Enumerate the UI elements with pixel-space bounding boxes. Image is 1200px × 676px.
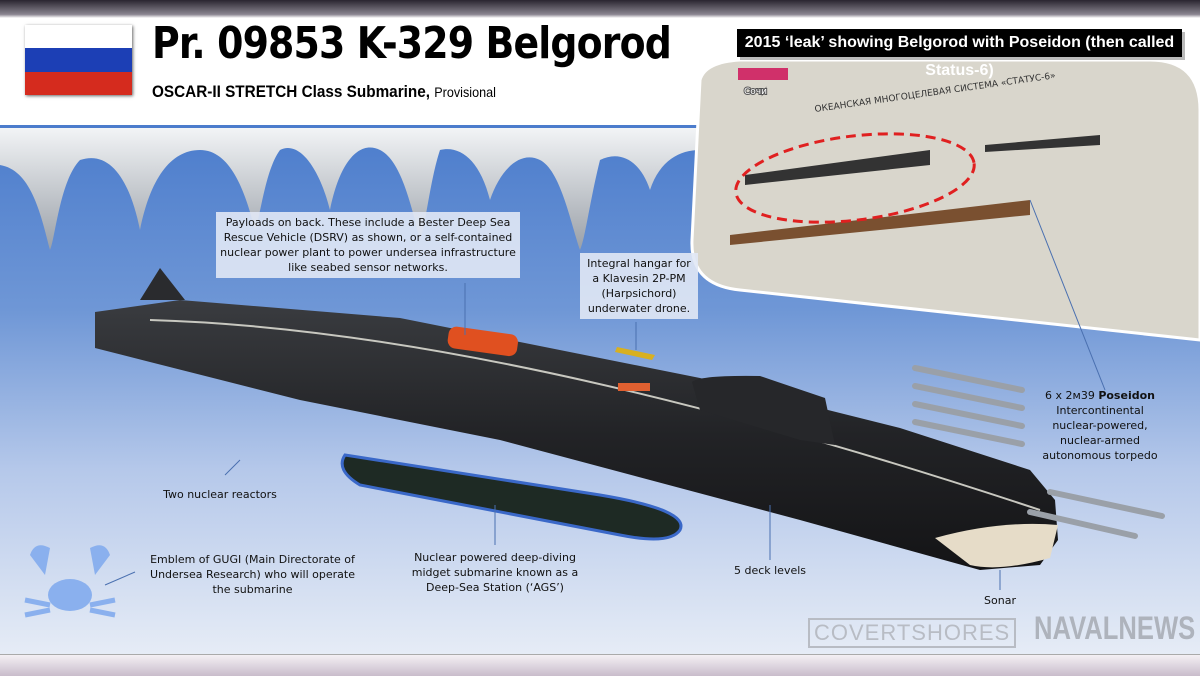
covertshores-logo: COVERTSHORES <box>808 618 1017 648</box>
hangar-note: Integral hangar for a Klavesin 2P-PM (Ha… <box>580 253 698 319</box>
photo-sub-other <box>985 135 1100 152</box>
reactors-note: Two nuclear reactors <box>163 488 277 501</box>
decks-note: 5 deck levels <box>733 564 807 577</box>
gugi-crab-emblem <box>24 545 116 618</box>
page-title: Pr. 09853 K-329 Belgorod <box>152 18 672 69</box>
subtitle-note: Provisional <box>434 84 496 100</box>
hull-stripe <box>149 319 1041 511</box>
ags-note: Nuclear powered deep-diving midget subma… <box>411 551 579 594</box>
sonar-note: Sonar <box>984 594 1016 607</box>
inset-caption: 2015 ‘leak’ showing Belgorod with Poseid… <box>737 29 1182 79</box>
page-subtitle: OSCAR-II STRETCH Class Submarine, Provis… <box>152 82 496 101</box>
top-bar <box>0 0 1200 18</box>
russia-flag <box>25 25 132 95</box>
poseidon-leader-line <box>1029 199 1106 391</box>
midget-submarine <box>340 453 683 541</box>
navalnews-logo: NAVALNEWS <box>1034 610 1196 646</box>
rudder <box>140 268 185 300</box>
poseidon-torpedoes <box>912 365 1165 539</box>
payloads-note: Payloads on back. These include a Bester… <box>216 212 520 278</box>
emblem-note: Emblem of GUGI (Main Directorate of Unde… <box>150 553 355 596</box>
photo-torpedo <box>730 200 1030 245</box>
ice-ceiling <box>0 128 700 250</box>
submarine-hull <box>95 300 1058 570</box>
tv-tag-bg <box>738 68 788 80</box>
bottom-bar <box>0 654 1200 676</box>
harpsichord-drone <box>615 347 655 360</box>
drone-hangar <box>618 383 650 391</box>
tv-tag: Сочи <box>744 87 767 97</box>
sail <box>692 375 835 445</box>
inset-photo <box>690 58 1200 342</box>
sonar-dome <box>935 523 1058 568</box>
photo-sub-belgorod <box>745 150 930 185</box>
